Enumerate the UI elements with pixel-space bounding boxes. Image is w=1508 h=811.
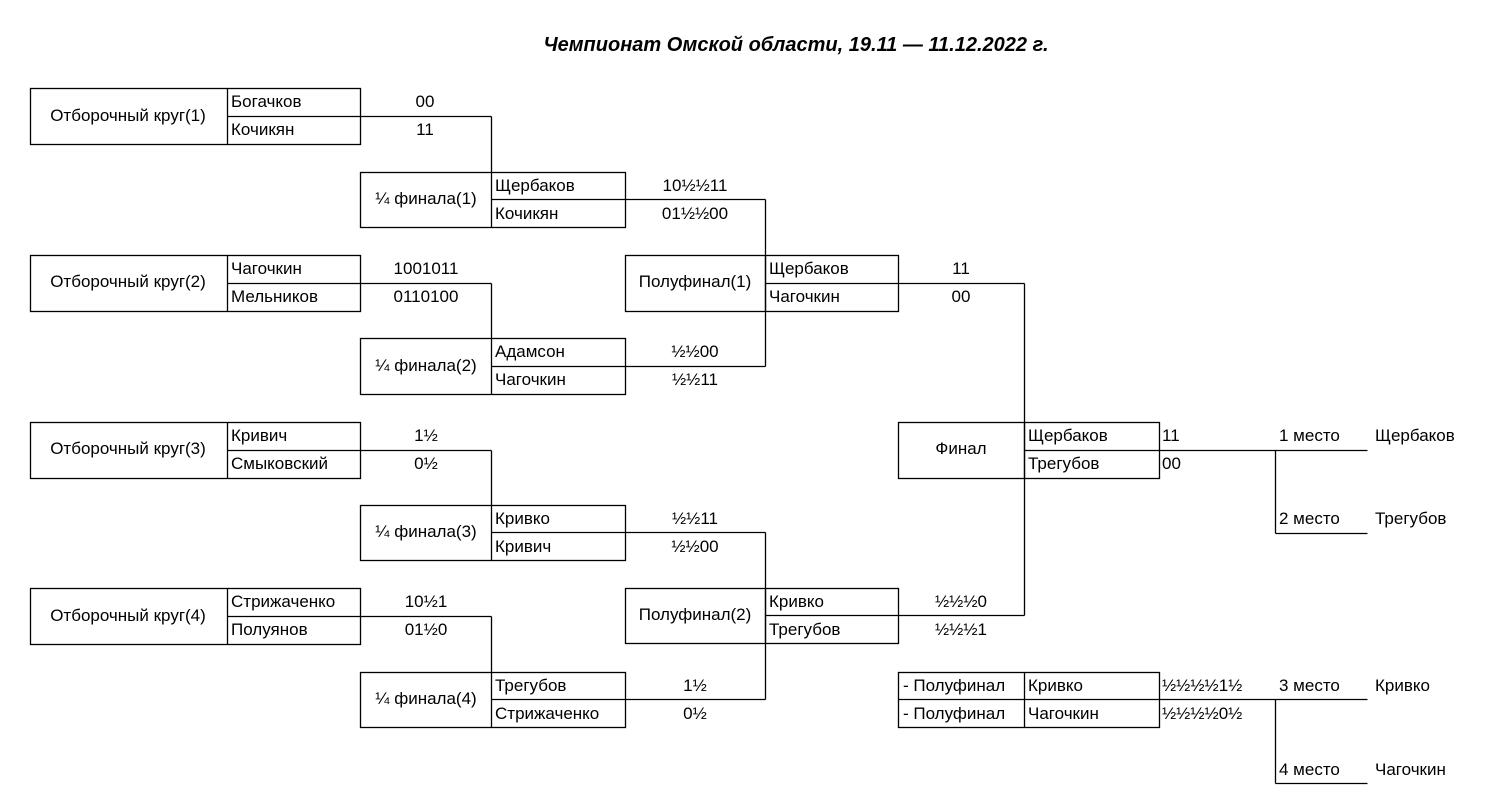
qualifier-1-score-2: 11: [416, 120, 434, 139]
qualifier-1-player-1: Богачков: [231, 92, 302, 111]
quarterfinal-2-player-1: Адамсон: [495, 342, 565, 361]
third-place-label-2: - Полуфинал: [903, 704, 1006, 723]
qualifier-2-score-2: 0110100: [393, 287, 459, 306]
quarterfinal-4-player-1: Трегубов: [495, 676, 567, 695]
standing-4-place: 4 место: [1279, 760, 1340, 779]
quarterfinal-4-score-2: 0½: [683, 704, 707, 723]
quarterfinal-1-score-1: 10½½11: [662, 176, 728, 195]
standing-1-name: Щербаков: [1375, 426, 1455, 445]
semifinal-1-label: Полуфинал(1): [638, 272, 752, 291]
qualifier-2-label: Отборочный круг(2): [50, 272, 206, 291]
quarterfinal-3-label: ¼ финала(3): [375, 522, 477, 541]
qualifier-1-label: Отборочный круг(1): [50, 106, 206, 125]
qualifier-4-player-1: Стрижаченко: [231, 592, 336, 611]
qualifier-3-player-1: Кривич: [231, 426, 288, 445]
qualifier-3-score-2: 0½: [414, 454, 438, 473]
qualifier-4-player-2: Полуянов: [231, 620, 308, 639]
quarterfinal-3-player-2: Кривич: [495, 537, 552, 556]
qualifier-1-player-2: Кочикян: [231, 120, 295, 139]
final-player-1: Щербаков: [1028, 426, 1108, 445]
standing-2-place: 2 место: [1279, 509, 1340, 528]
quarterfinal-4-label: ¼ финала(4): [375, 689, 477, 708]
third-place-player-1: Кривко: [1028, 676, 1083, 695]
qualifier-3-label: Отборочный круг(3): [50, 439, 206, 458]
semifinal-2-score-1: ½½½0: [935, 592, 987, 611]
semifinal-1-score-1: 11: [952, 259, 970, 278]
qualifier-3-player-2: Смыковский: [231, 454, 329, 473]
final-player-2: Трегубов: [1028, 454, 1100, 473]
quarterfinal-1-label: ¼ финала(1): [375, 189, 477, 208]
quarterfinal-2-player-2: Чагочкин: [495, 370, 566, 389]
final-score-1: 11: [1162, 426, 1180, 445]
qualifier-2-score-1: 1001011: [393, 259, 459, 278]
quarterfinal-2-label: ¼ финала(2): [375, 356, 477, 375]
semifinal-1-player-2: Чагочкин: [769, 287, 840, 306]
semifinal-2-score-2: ½½½1: [935, 620, 987, 639]
qualifier-4-score-1: 10½1: [404, 592, 448, 611]
standing-4-name: Чагочкин: [1375, 760, 1446, 779]
final-score-2: 00: [1162, 454, 1181, 473]
standing-3-place: 3 место: [1279, 676, 1340, 695]
semifinal-2-player-1: Кривко: [769, 592, 824, 611]
semifinal-2-player-2: Трегубов: [769, 620, 841, 639]
qualifier-1-score-1: 00: [415, 92, 435, 111]
semifinal-1-player-1: Щербаков: [769, 259, 849, 278]
third-place-score-2: ½½½½0½: [1162, 704, 1243, 723]
quarterfinal-1-player-2: Кочикян: [495, 204, 559, 223]
quarterfinal-3-player-1: Кривко: [495, 509, 550, 528]
quarterfinal-3-score-2: ½½00: [671, 537, 719, 556]
quarterfinal-1-score-2: 01½½00: [661, 204, 729, 223]
quarterfinal-2-score-2: ½½11: [671, 370, 719, 389]
quarterfinal-3-score-1: ½½11: [671, 509, 719, 528]
quarterfinal-2-score-1: ½½00: [671, 342, 719, 361]
qualifier-3-score-1: 1½: [414, 426, 438, 445]
third-place-label-1: - Полуфинал: [903, 676, 1006, 695]
page-title: Чемпионат Омской области, 19.11 — 11.12.…: [543, 34, 1049, 56]
standing-1-place: 1 место: [1279, 426, 1340, 445]
quarterfinal-1-player-1: Щербаков: [495, 176, 575, 195]
standing-3-name: Кривко: [1375, 676, 1430, 695]
third-place-player-2: Чагочкин: [1028, 704, 1099, 723]
qualifier-2-player-2: Мельников: [231, 287, 319, 306]
final-label: Финал: [935, 439, 987, 458]
quarterfinal-4-player-2: Стрижаченко: [495, 704, 600, 723]
semifinal-1-score-2: 00: [951, 287, 971, 306]
qualifier-4-label: Отборочный круг(4): [50, 606, 206, 625]
standing-2-name: Трегубов: [1375, 509, 1447, 528]
semifinal-2-label: Полуфинал(2): [638, 605, 752, 624]
qualifier-4-score-2: 01½0: [404, 620, 448, 639]
quarterfinal-4-score-1: 1½: [683, 676, 707, 695]
qualifier-2-player-1: Чагочкин: [231, 259, 302, 278]
third-place-score-1: ½½½½1½: [1162, 676, 1243, 695]
